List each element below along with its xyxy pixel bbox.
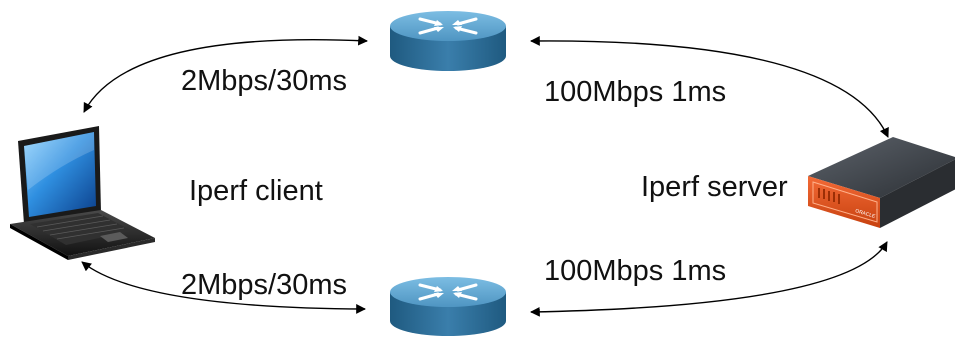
server-badge: ORACLE xyxy=(854,208,876,220)
router-bottom-icon xyxy=(390,277,506,336)
top-right-link-label: 100Mbps 1ms xyxy=(544,76,727,108)
link-router-bottom-server xyxy=(530,241,888,317)
laptop-icon xyxy=(10,126,155,260)
link-router-top-server xyxy=(530,36,889,138)
bottom-left-link-label: 2Mbps/30ms xyxy=(181,269,348,301)
client-label: Iperf client xyxy=(189,175,323,207)
router-top-icon xyxy=(390,11,506,71)
bottom-right-link-label: 100Mbps 1ms xyxy=(544,255,727,287)
top-left-link-label: 2Mbps/30ms xyxy=(181,65,348,97)
rack-server-icon: ORACLE xyxy=(808,137,955,228)
link-client-router-bottom xyxy=(81,261,366,314)
server-label: Iperf server xyxy=(641,171,788,203)
link-client-router-top xyxy=(83,35,368,113)
